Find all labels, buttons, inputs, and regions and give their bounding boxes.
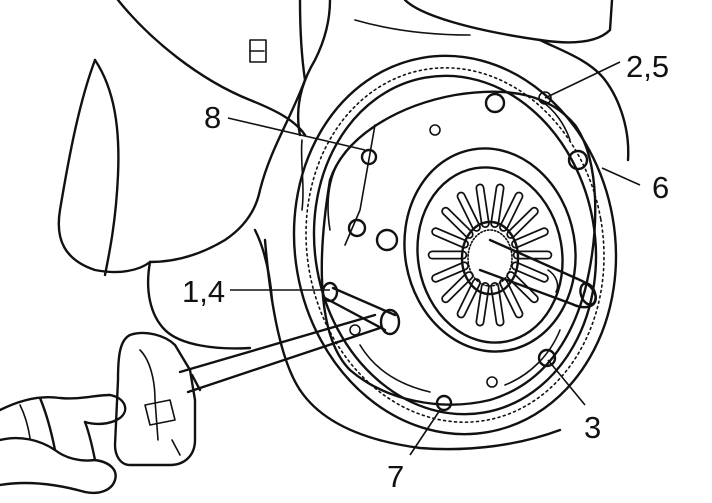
hand (0, 393, 127, 494)
callout-2-5: 2,5 (626, 49, 669, 84)
callout-8: 8 (204, 100, 221, 135)
callout-leaders (227, 61, 641, 456)
diaphragm-finger-inner (491, 185, 503, 227)
callout-3: 3 (584, 410, 601, 445)
diaphragm-finger-inner (500, 193, 522, 231)
diaphragm-finger-inner (512, 263, 548, 282)
diaphragm-finger-inner (512, 228, 548, 247)
clutch-disc (403, 147, 577, 353)
diaphragm-finger-inner (432, 263, 468, 282)
wrench-tool (113, 281, 401, 467)
diaphragm-finger-inner (442, 272, 472, 302)
diaphragm-finger-inner (442, 208, 472, 238)
callout-1-4: 1,4 (182, 274, 225, 309)
pressure-plate-cover (320, 90, 597, 412)
engine-block (57, 0, 630, 451)
diaphragm-finger-inner (458, 193, 480, 231)
callout-7: 7 (387, 459, 404, 494)
diaphragm-fingers (427, 183, 553, 327)
input-shaft (478, 238, 597, 309)
diaphragm-finger-inner (508, 272, 538, 302)
diaphragm-finger-inner (432, 228, 468, 247)
callout-6: 6 (652, 170, 669, 205)
engine-mark: B (249, 39, 267, 63)
diaphragm-finger-inner (477, 185, 489, 227)
flywheel (292, 54, 618, 436)
diaphragm-finger-inner (508, 208, 538, 238)
